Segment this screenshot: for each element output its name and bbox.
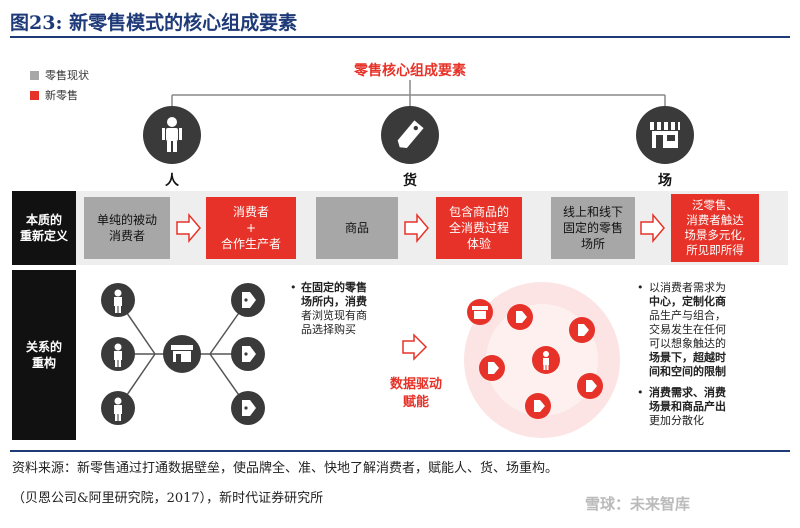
arrow-right-icon [640, 212, 665, 244]
legend-label-new: 新零售 [45, 89, 78, 102]
row1-label-line1: 本质的 [25, 213, 62, 227]
person-icon [162, 117, 182, 152]
goods-new-line2: 全消费过程 [448, 221, 509, 235]
bullet2-line1: 以消费者需求为 [649, 281, 726, 294]
legend-swatch-current [30, 70, 39, 80]
row1-label: 本质的重新定义 [12, 191, 76, 265]
row2-label-line2: 重构 [31, 356, 56, 370]
data-driven-label: 数据驱动 赋能 [374, 376, 458, 412]
person-node-icon [101, 337, 135, 371]
person-new-box: 消费者 + 合作生产者 [206, 197, 296, 259]
goods-current-line1: 商品 [344, 221, 369, 235]
legend-item-current: 零售现状 [30, 67, 89, 83]
store-network-diagram [101, 283, 265, 425]
tag-node-icon [231, 391, 265, 425]
source-line-1: 资料来源：新零售通过打通数据壁垒，使品牌全、准、快地了解消费者，赋能人、货、场重… [12, 461, 559, 476]
bullet2-line3: 品生产与组合， [649, 309, 726, 322]
legend-swatch-new [30, 90, 39, 100]
bullet3-line3: 更加分散化 [649, 414, 704, 427]
bullet1-text: 在固定的零售 场所内，消费 者浏览现有商 品选择购买 [301, 281, 391, 337]
place-new-line2: 消费者触达 [686, 213, 744, 227]
person-node-icon [532, 346, 560, 374]
bullet3-dot: • [637, 386, 644, 399]
data-driven-line1: 数据驱动 [389, 377, 442, 392]
figure-title: 图23: 新零售模式的核心组成要素 [10, 12, 298, 34]
data-driven-line2: 赋能 [402, 395, 429, 410]
row2-label-line1: 关系的 [25, 340, 62, 354]
bullet3-text: 消费需求、消费 场景和商品产出 更加分散化 [649, 386, 789, 428]
category-place-circle [636, 106, 694, 164]
category-label-person: 人 [165, 173, 179, 189]
person-node-icon [101, 391, 135, 425]
connector-tree [171, 80, 666, 106]
row1-label-line2: 重新定义 [19, 229, 68, 243]
new-retail-scatter-diagram [464, 282, 620, 438]
bullet2-text: 以消费者需求为 中心，定制化商 品生产与组合， 交易发生在任何 可以想象触达的 … [649, 281, 789, 379]
person-current-box: 单纯的被动消费者 [84, 197, 170, 259]
category-person-circle [143, 106, 201, 164]
place-new-line1: 泛零售、 [692, 198, 738, 212]
source-rule [10, 450, 790, 452]
bullet3-line2: 场景和商品产出 [649, 400, 726, 413]
place-new-box: 泛零售、消费者触达场景多元化,所见即所得 [671, 194, 759, 262]
place-current-line1: 线上和线下 [562, 205, 623, 219]
data-driven-arrow [402, 333, 428, 361]
bullet1-line2: 场所内，消费 [301, 295, 367, 308]
goods-new-line1: 包含商品的 [448, 205, 509, 219]
store-node-icon [163, 335, 201, 373]
person-new-line1: 消费者 [232, 205, 269, 219]
storefront-icon [650, 122, 680, 148]
person-new-line3: 合作生产者 [220, 237, 281, 251]
place-new-line4: 所见即所得 [686, 243, 744, 257]
bullet2-line4: 交易发生在任何 [649, 323, 726, 336]
store-node-icon [467, 299, 493, 325]
category-goods-circle [381, 106, 439, 164]
tag-node-icon [231, 283, 265, 317]
tag-node-icon [525, 393, 551, 419]
row2-label: 关系的重构 [12, 270, 76, 440]
tag-node-icon [577, 373, 603, 399]
arrow-right-icon [404, 212, 429, 244]
watermark-text: 雪球：未来智库 [585, 495, 691, 513]
person-node-icon [101, 283, 135, 317]
bullet2-dot: • [637, 281, 644, 294]
bullet2-line5: 可以想象触达的 [649, 337, 726, 350]
goods-current-box: 商品 [316, 197, 398, 259]
tag-node-icon [479, 355, 505, 381]
place-current-box: 线上和线下固定的零售场所 [551, 197, 635, 259]
main-title: 零售核心组成要素 [354, 63, 466, 79]
bullet2-line7: 间和空间的限制 [649, 365, 726, 378]
bullet2-line2: 中心，定制化商 [649, 295, 726, 308]
title-rule [10, 36, 790, 38]
goods-new-line3: 体验 [466, 237, 491, 251]
place-new-line3: 场景多元化, [684, 228, 746, 242]
bullet1-line1: 在固定的零售 [301, 281, 367, 294]
legend-item-new: 新零售 [30, 87, 78, 103]
category-label-goods: 货 [403, 173, 417, 189]
person-new-line2: + [245, 221, 257, 235]
bullet3-line1: 消费需求、消费 [649, 386, 726, 399]
bullet1-line4: 品选择购买 [301, 323, 356, 336]
place-current-line2: 固定的零售 [562, 221, 623, 235]
legend-label-current: 零售现状 [45, 69, 89, 82]
bullet1-dot: • [290, 281, 297, 294]
bullet2-line6: 场景下，超越时 [649, 351, 726, 364]
arrow-right-icon [402, 333, 428, 361]
category-label-place: 场 [658, 173, 672, 189]
arrow-right-icon [176, 212, 201, 244]
tag-node-icon [569, 317, 595, 343]
price-tag-icon [397, 120, 424, 149]
place-current-line3: 场所 [580, 237, 605, 251]
bullet1-line3: 者浏览现有商 [301, 309, 367, 322]
person-current-line2: 消费者 [108, 229, 145, 243]
source-line-2: （贝恩公司&阿里研究院，2017），新时代证券研究所 [12, 491, 324, 506]
tag-node-icon [507, 304, 533, 330]
person-current-line1: 单纯的被动 [96, 213, 157, 227]
goods-new-box: 包含商品的全消费过程体验 [436, 197, 522, 259]
tag-node-icon [231, 337, 265, 371]
